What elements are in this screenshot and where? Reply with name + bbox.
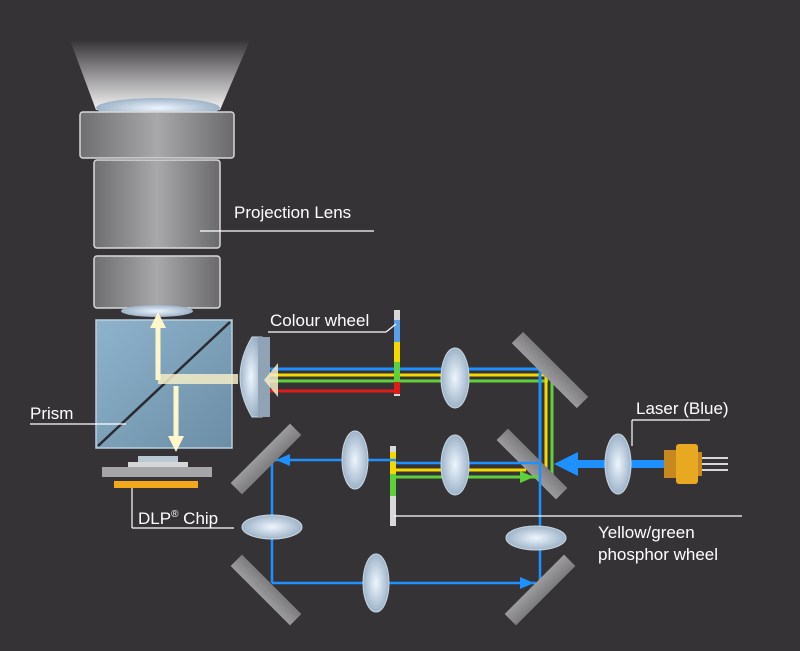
mirror-top-left bbox=[230, 423, 302, 495]
loop-lens-right bbox=[505, 525, 567, 551]
label-phosphor-line2: phosphor wheel bbox=[598, 545, 718, 564]
condenser-lens bbox=[239, 336, 263, 418]
dlp-chip bbox=[102, 456, 212, 488]
prism-beam-up-arrow bbox=[150, 312, 166, 328]
colour-wheel bbox=[394, 310, 400, 396]
laser-diode bbox=[664, 444, 728, 484]
loop-lens-top bbox=[341, 430, 369, 490]
lens-barrel-middle bbox=[93, 159, 221, 249]
leader-lines bbox=[30, 230, 742, 529]
relay-lens-lower bbox=[440, 434, 470, 496]
lens-barrel-top bbox=[79, 111, 235, 159]
dlp-chip-registered-mark: ® bbox=[171, 509, 179, 520]
loop-lens-bottom bbox=[362, 553, 390, 613]
prism-beam-horizontal bbox=[158, 374, 238, 384]
phosphor-return-arrow bbox=[520, 471, 534, 483]
blue-recycle-loop bbox=[270, 454, 542, 589]
label-phosphor-line1: Yellow/green bbox=[598, 523, 695, 542]
mirror-bottom-left bbox=[230, 554, 302, 626]
vertical-beams bbox=[538, 369, 554, 486]
dlp-chip-suffix: Chip bbox=[178, 509, 218, 528]
dlp-chip-name: DLP bbox=[138, 509, 171, 528]
label-laser: Laser (Blue) bbox=[636, 399, 729, 418]
projected-light-beam bbox=[70, 40, 250, 110]
label-prism: Prism bbox=[30, 404, 73, 423]
loop-lens-left bbox=[241, 514, 303, 540]
label-colour-wheel: Colour wheel bbox=[270, 311, 369, 330]
phosphor-wheel bbox=[390, 446, 396, 526]
projection-lens-assembly bbox=[79, 98, 235, 317]
dlp-chip-orange-strip bbox=[114, 481, 198, 488]
prism-beam-down-arrow bbox=[168, 436, 184, 452]
relay-lens-upper bbox=[440, 347, 470, 409]
laser-lens bbox=[604, 433, 632, 495]
condenser-lens-mount bbox=[258, 337, 270, 417]
rear-lens-glass bbox=[121, 305, 193, 317]
label-dlp-chip: DLP® Chip bbox=[138, 509, 218, 528]
mirror-upper-right bbox=[511, 331, 589, 409]
mirror-bottom-right bbox=[504, 554, 576, 626]
lens-barrel-bottom bbox=[93, 255, 221, 309]
label-projection-lens: Projection Lens bbox=[234, 203, 351, 222]
colour-beam-bundle bbox=[264, 363, 548, 397]
